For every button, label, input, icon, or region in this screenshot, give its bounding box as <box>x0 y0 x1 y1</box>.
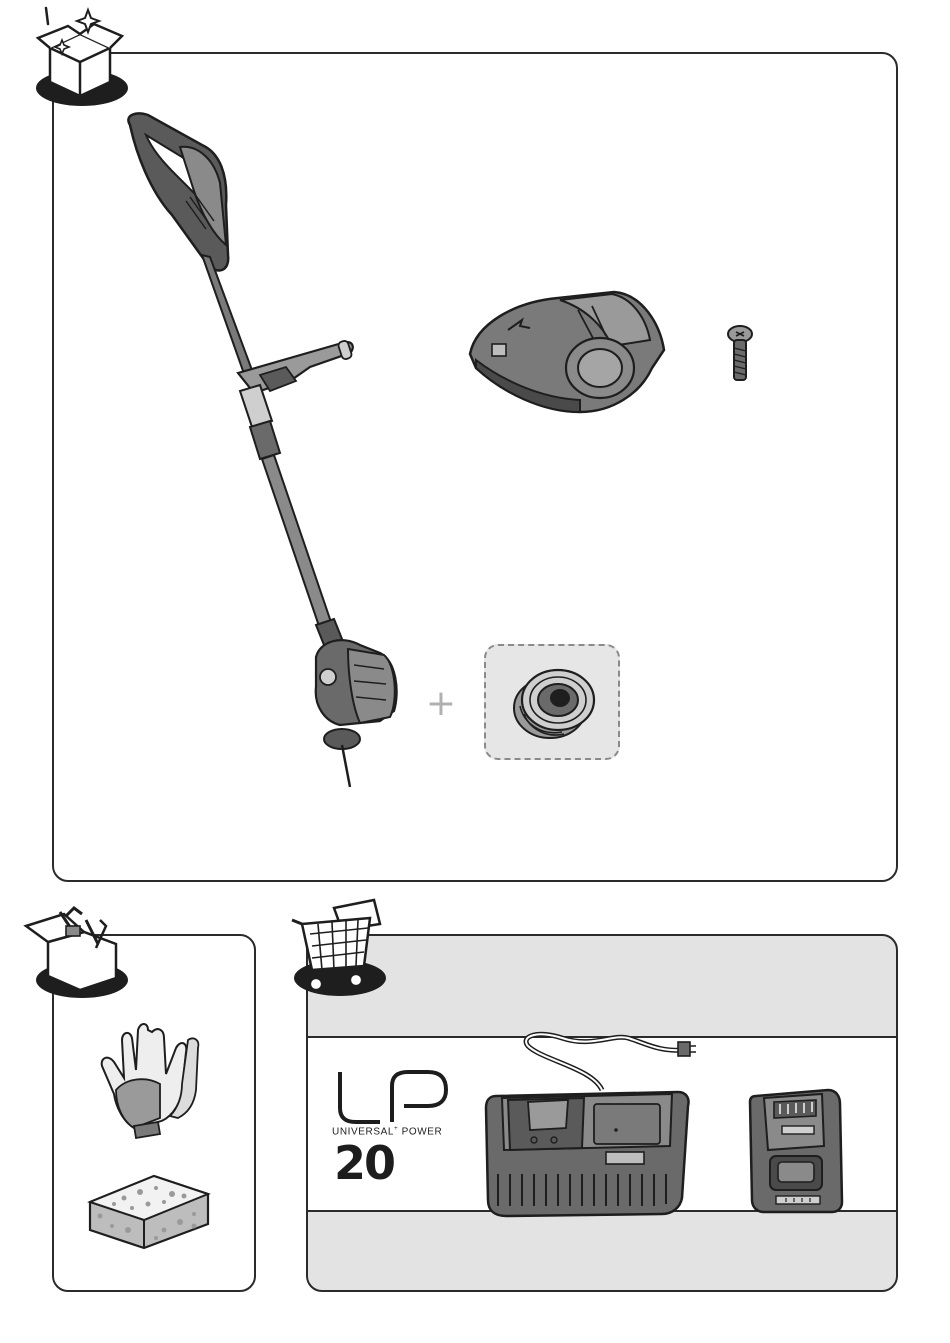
protective-guard-image <box>462 288 674 420</box>
battery-pack-image <box>746 1086 846 1216</box>
line-spool-image <box>502 654 606 750</box>
logo-power-text: POWER <box>398 1126 442 1137</box>
screw-image <box>722 324 758 386</box>
plus-symbol: + <box>424 684 458 724</box>
grass-trimmer-image <box>110 105 410 795</box>
up-logo-mark <box>330 1068 450 1124</box>
battery-charger-image <box>482 1028 696 1224</box>
cleaning-sponge-image <box>84 1168 214 1252</box>
toolbox-icon <box>20 900 132 1000</box>
open-box-sparkle-icon <box>28 4 132 108</box>
work-gloves-image <box>96 1018 210 1140</box>
logo-voltage-number: 20 <box>334 1140 394 1186</box>
universal-power-logo: UNIVERSAL+ POWER 20 <box>330 1068 460 1184</box>
spare-spool-box <box>484 644 620 760</box>
shopping-cart-icon <box>284 894 386 1000</box>
